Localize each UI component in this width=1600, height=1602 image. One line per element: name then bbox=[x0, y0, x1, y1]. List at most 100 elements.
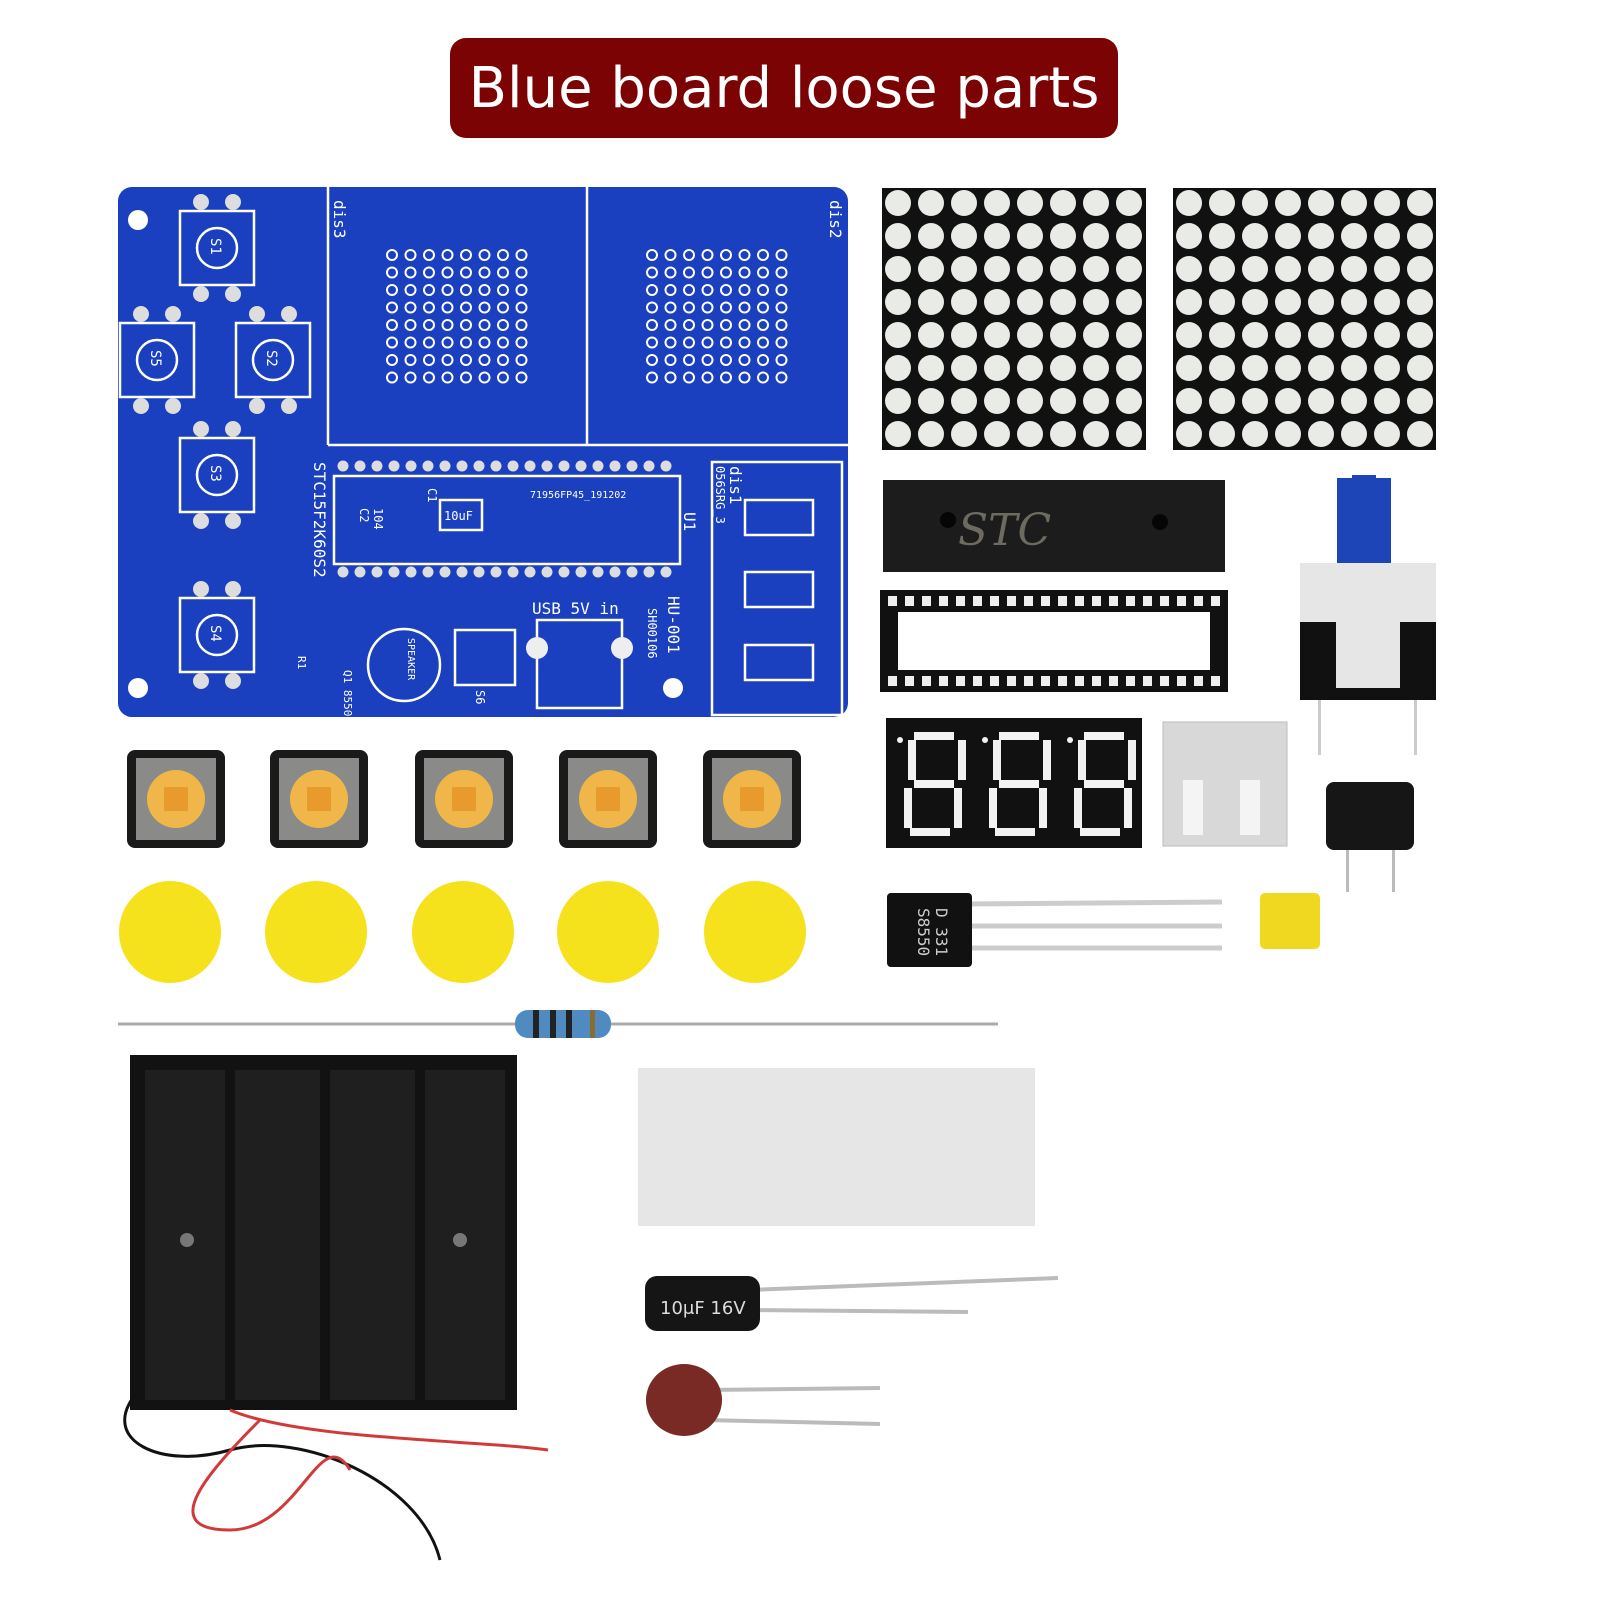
transistor-code: D 331 bbox=[932, 908, 951, 956]
led-dot bbox=[918, 289, 944, 315]
chip-code-label: 71956FP45_191202 bbox=[530, 490, 626, 501]
led-dot bbox=[1308, 256, 1334, 282]
led-dot bbox=[1341, 388, 1367, 414]
segment bbox=[1074, 788, 1082, 828]
led-dot bbox=[1275, 256, 1301, 282]
led-dot bbox=[1275, 355, 1301, 381]
led-dot bbox=[1308, 355, 1334, 381]
segment bbox=[999, 732, 1039, 740]
led-dot bbox=[1209, 190, 1235, 216]
led-dot bbox=[1083, 289, 1109, 315]
led-dot bbox=[951, 322, 977, 348]
segment bbox=[914, 732, 954, 740]
segment bbox=[1128, 740, 1136, 780]
led-dot bbox=[984, 421, 1010, 447]
led-dot bbox=[1275, 388, 1301, 414]
led-dot bbox=[1209, 322, 1235, 348]
led-dot bbox=[1050, 223, 1076, 249]
led-dot bbox=[984, 256, 1010, 282]
tact-switch bbox=[127, 750, 225, 848]
title-banner: Blue board loose parts bbox=[450, 38, 1118, 138]
segment bbox=[904, 788, 912, 828]
led-dot bbox=[1176, 388, 1202, 414]
self-locking-switch bbox=[1300, 475, 1436, 755]
led-dot bbox=[951, 190, 977, 216]
led-dot bbox=[1017, 256, 1043, 282]
led-dot bbox=[1242, 421, 1268, 447]
ic-socket bbox=[880, 590, 1228, 692]
led-dot bbox=[1341, 223, 1367, 249]
led-dot bbox=[885, 322, 911, 348]
segment bbox=[1084, 732, 1124, 740]
tact-switch bbox=[703, 750, 801, 848]
resistor bbox=[118, 1010, 998, 1038]
led-dot bbox=[984, 223, 1010, 249]
led-dot bbox=[1209, 421, 1235, 447]
led-dot bbox=[1242, 190, 1268, 216]
segment bbox=[1080, 828, 1120, 836]
led-dot bbox=[1242, 388, 1268, 414]
led-dot bbox=[885, 223, 911, 249]
pcb-switch-outline bbox=[178, 209, 256, 287]
led-dot bbox=[1176, 322, 1202, 348]
led-dot bbox=[885, 388, 911, 414]
led-dot bbox=[1275, 322, 1301, 348]
led-dot bbox=[885, 256, 911, 282]
buzzer bbox=[1326, 782, 1414, 892]
led-dot bbox=[1209, 223, 1235, 249]
led-dot bbox=[951, 388, 977, 414]
c2-value-label: 104 bbox=[371, 508, 385, 530]
segment bbox=[989, 788, 997, 828]
mcu-label: STC15F2K60S2 bbox=[310, 462, 329, 578]
led-dot bbox=[1083, 256, 1109, 282]
led-dot bbox=[984, 322, 1010, 348]
led-dot bbox=[885, 190, 911, 216]
yellow-key-cap bbox=[265, 881, 367, 983]
led-dot bbox=[1050, 421, 1076, 447]
dis1-label: dis1 bbox=[726, 466, 745, 505]
c2-label: C2 bbox=[357, 508, 371, 522]
led-dot bbox=[1242, 322, 1268, 348]
stc-microcontroller-chip: STC bbox=[883, 480, 1225, 572]
led-dot bbox=[1050, 355, 1076, 381]
led-dot bbox=[1341, 289, 1367, 315]
led-dot bbox=[1050, 256, 1076, 282]
pcb-switch-outline bbox=[178, 596, 256, 674]
usb-label: USB 5V in bbox=[532, 599, 619, 618]
segment bbox=[993, 740, 1001, 780]
led-dot bbox=[1116, 256, 1142, 282]
led-dot bbox=[1050, 289, 1076, 315]
led-dot bbox=[1116, 289, 1142, 315]
led-dot bbox=[918, 388, 944, 414]
electrolytic-capacitor: 10μF 16V bbox=[645, 1276, 1059, 1331]
ceramic-capacitor bbox=[646, 1364, 881, 1436]
led-dot bbox=[951, 223, 977, 249]
led-dot bbox=[1116, 355, 1142, 381]
dis3-label: dis3 bbox=[330, 200, 349, 239]
led-dot bbox=[1407, 223, 1433, 249]
decimal-point bbox=[982, 737, 988, 743]
led-dot bbox=[1083, 322, 1109, 348]
segment bbox=[1124, 788, 1132, 828]
led-dot bbox=[1407, 190, 1433, 216]
led-dot bbox=[1275, 223, 1301, 249]
segment bbox=[1043, 740, 1051, 780]
led-dot bbox=[1341, 256, 1367, 282]
led-dot bbox=[1407, 322, 1433, 348]
transistor: S8550 D 331 bbox=[887, 893, 1223, 967]
pcb-switch-label: S1 bbox=[207, 238, 223, 255]
decimal-point bbox=[1067, 737, 1073, 743]
dis2-label: dis2 bbox=[826, 200, 845, 239]
led-dot bbox=[1116, 421, 1142, 447]
led-dot bbox=[1017, 190, 1043, 216]
led-dot bbox=[1176, 355, 1202, 381]
pcb-switch-label: S4 bbox=[207, 625, 223, 642]
segment bbox=[995, 828, 1035, 836]
pcb-switch-label: S2 bbox=[263, 350, 279, 367]
led-dot bbox=[951, 421, 977, 447]
led-dot bbox=[1341, 322, 1367, 348]
s6-label: S6 bbox=[473, 690, 487, 704]
led-dot bbox=[1308, 289, 1334, 315]
